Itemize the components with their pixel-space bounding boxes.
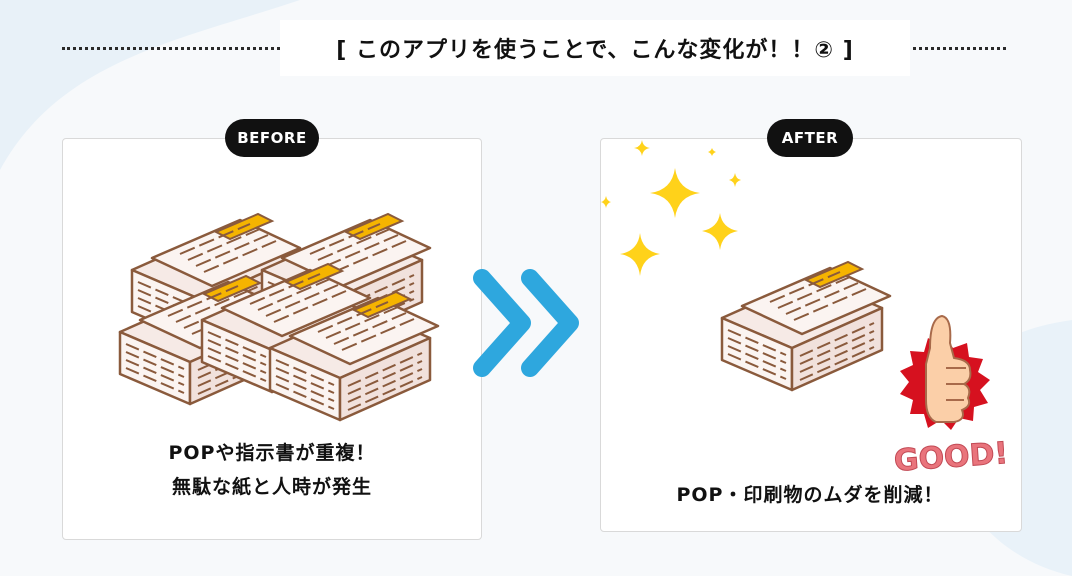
before-paper-stacks-illustration (118, 212, 440, 422)
sparkle-icon (601, 140, 741, 276)
before-caption-line-1: POPや指示書が重複！ (168, 442, 376, 464)
page-title: [ このアプリを使うことで、こんな変化が！！② ] (336, 38, 854, 63)
before-caption-line-2: 無駄な紙と人時が発生 (171, 476, 372, 498)
before-badge: BEFORE (225, 119, 319, 157)
after-badge: AFTER (767, 119, 853, 157)
double-chevron-right-icon (473, 269, 579, 377)
after-caption: POP・印刷物のムダを削減！ (676, 484, 944, 506)
paper-stack-icon (720, 260, 892, 392)
after-illustration: GOOD! (601, 140, 1010, 478)
good-sticker-text: GOOD! (893, 436, 1009, 478)
title-box: [ このアプリを使うことで、こんな変化が！！② ] (280, 20, 910, 76)
before-caption: POPや指示書が重複！ 無駄な紙と人時が発生 (62, 436, 482, 504)
section-title-bar: [ このアプリを使うことで、こんな変化が！！② ] (62, 20, 1006, 76)
thumbs-up-icon (900, 314, 990, 430)
